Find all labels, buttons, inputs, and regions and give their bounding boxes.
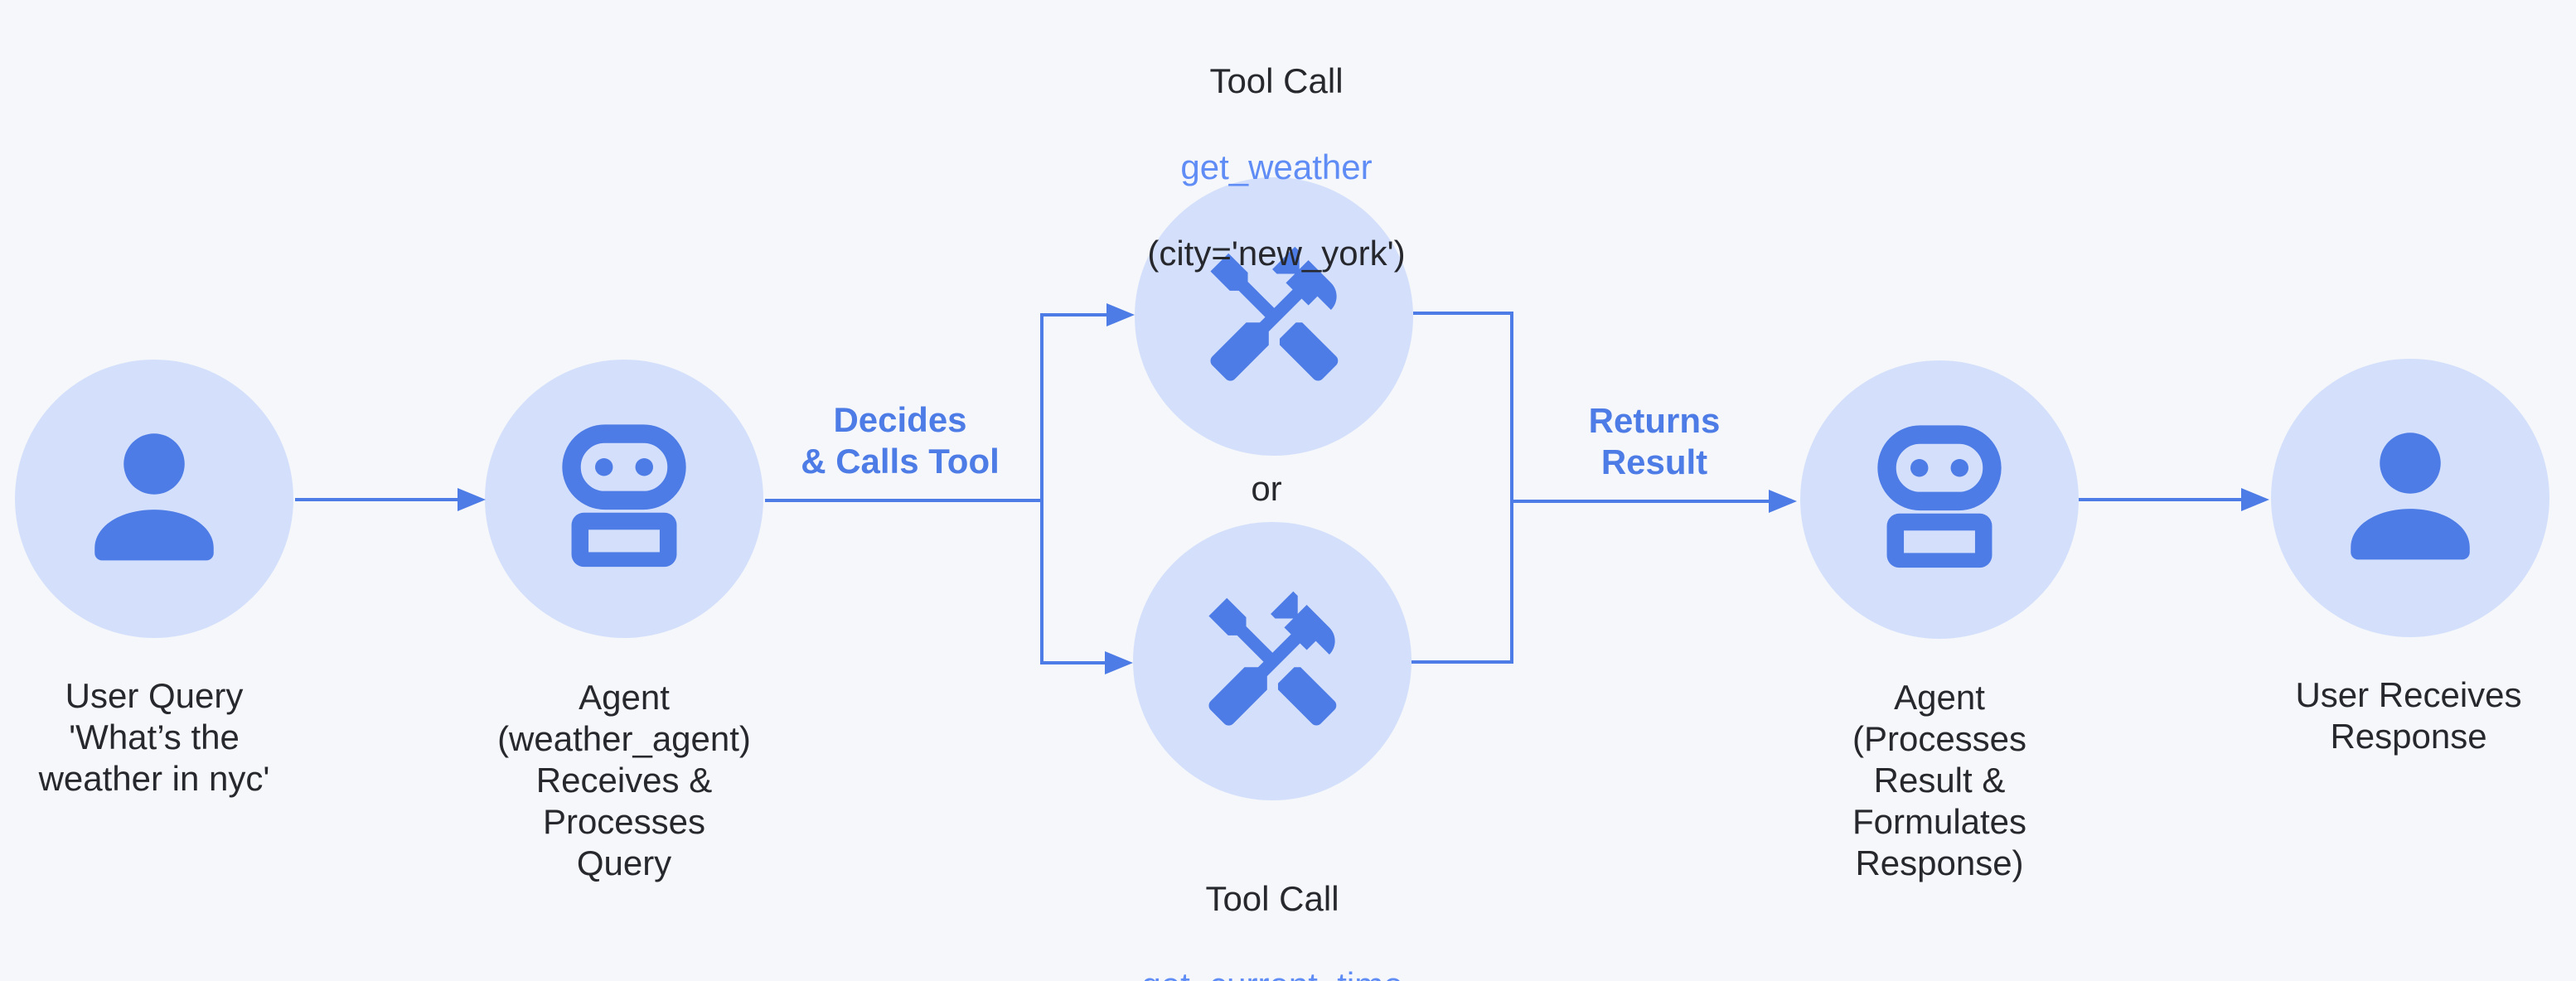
- branch-split-line: [1040, 313, 1043, 664]
- connector-branch-to-tool-weather: [1042, 313, 1108, 317]
- tool-time-name: get_current_time: [982, 964, 1562, 981]
- tool-time-node: [1133, 522, 1411, 800]
- tool-weather-node: [1135, 177, 1413, 456]
- arrowhead-merge-to-agent: [1769, 490, 1797, 513]
- arrowhead-tool-weather: [1106, 303, 1135, 326]
- connector-merge-to-agent: [1512, 500, 1769, 503]
- arrowhead-user-to-agent: [458, 488, 486, 511]
- arrowhead-agent-to-user: [2241, 488, 2269, 511]
- tool-weather-args: (city='new_york'): [1147, 234, 1406, 273]
- tool-weather-title: Tool Call: [1209, 61, 1344, 100]
- connector-agent-to-user: [2079, 498, 2241, 501]
- tool-weather-name: get_weather: [1180, 147, 1373, 186]
- handyman-tools-icon: [1209, 246, 1338, 381]
- handyman-tools-icon: [1208, 591, 1336, 726]
- agent-receive-node: [485, 360, 763, 638]
- agent-receive-label: Agent (weather_agent) Receives & Process…: [497, 678, 751, 882]
- connector-branch-to-tool-time: [1042, 661, 1106, 664]
- connector-tool-weather-to-merge: [1413, 312, 1513, 315]
- robot-icon: [1877, 425, 2002, 568]
- tool-time-title: Tool Call: [1205, 879, 1339, 918]
- person-icon: [94, 433, 214, 561]
- edge-label-returns: Returns Result: [1588, 401, 1721, 481]
- agent-respond-node: [1800, 360, 2079, 639]
- connector-user-to-agent: [295, 498, 458, 501]
- user-response-label: User Receives Response: [2295, 675, 2522, 756]
- or-label: or: [1251, 469, 1282, 508]
- tool-weather-label: Tool Call get_weather (city='new_york'): [1028, 17, 1525, 318]
- user-query-node: [15, 360, 293, 638]
- person-icon: [2351, 433, 2470, 560]
- user-query-label: User Query 'What’s the weather in nyc': [38, 676, 270, 798]
- branch-merge-line: [1510, 312, 1513, 664]
- user-response-node: [2271, 359, 2549, 637]
- tool-time-label: Tool Call get_current_time: [982, 834, 1562, 981]
- robot-icon: [562, 424, 686, 568]
- arrowhead-tool-time: [1105, 651, 1133, 674]
- connector-tool-time-to-merge: [1411, 660, 1513, 664]
- edge-label-decides: Decides & Calls Tool: [801, 400, 1000, 481]
- connector-agent-to-branch: [765, 499, 1042, 502]
- agent-respond-label: Agent (Processes Result & Formulates Res…: [1852, 678, 2027, 882]
